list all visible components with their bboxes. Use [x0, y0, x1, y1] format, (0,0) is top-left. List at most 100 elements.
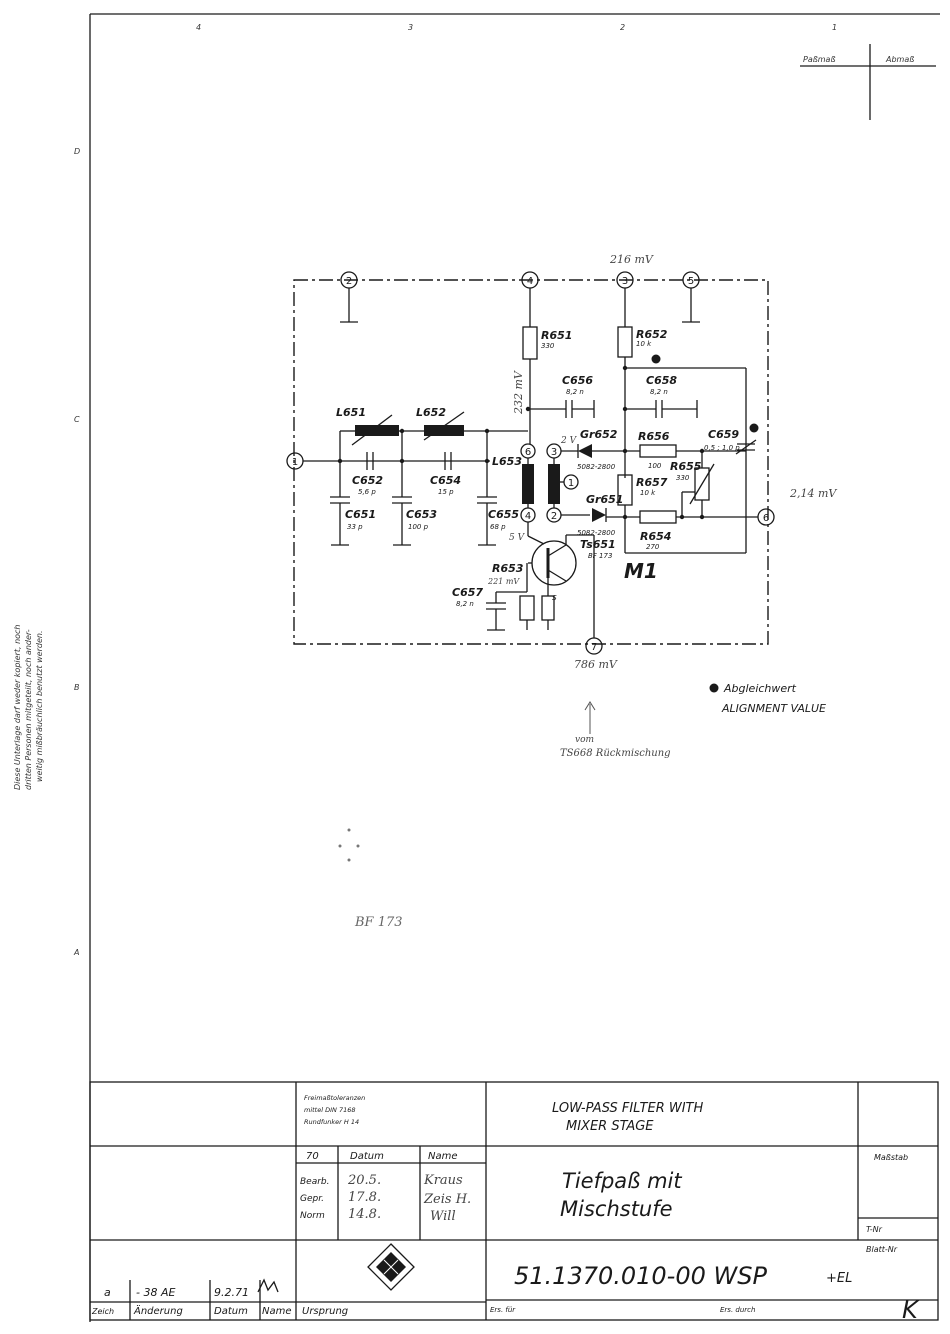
- cap-C657-label: C657: [452, 586, 483, 599]
- revision-change: - 38 AE: [136, 1286, 175, 1299]
- grid-row-B: B: [74, 683, 80, 692]
- svg-text:0,5 ; 1,0 p: 0,5 ; 1,0 p: [704, 444, 740, 452]
- bearb-name: Kraus: [423, 1173, 463, 1188]
- name-header: Name: [428, 1151, 458, 1162]
- svg-text:6: 6: [525, 447, 531, 458]
- svg-text:dritten Personen mitgeteilt, n: dritten Personen mitgeteilt, noch ander-: [24, 629, 33, 790]
- svg-text:1: 1: [292, 457, 298, 468]
- svg-text:weitig mißbräuchlich benutzt w: weitig mißbräuchlich benutzt werden.: [35, 630, 44, 782]
- legend-en: ALIGNMENT VALUE: [721, 702, 826, 715]
- svg-text:10 k: 10 k: [640, 489, 656, 497]
- resistor-R651: [522, 326, 538, 360]
- svg-text:C653: C653: [406, 508, 437, 521]
- massstab-label: Maßstab: [874, 1153, 908, 1162]
- svg-text:R652: R652: [636, 328, 668, 341]
- alignment-point-C659: [749, 423, 759, 433]
- norm-name: Will: [430, 1209, 456, 1224]
- svg-text:R654: R654: [640, 530, 671, 543]
- passmass-label: Paßmaß: [803, 55, 836, 64]
- note-214mv: 2,14 mV: [789, 487, 837, 500]
- tolerance-line-1: Freimaßtoleranzen: [304, 1094, 365, 1102]
- revision-date: 9.2.71: [214, 1286, 249, 1299]
- col-aenderung: Änderung: [133, 1304, 183, 1317]
- ers-fuer-label: Ers. für: [490, 1306, 516, 1314]
- svg-text:5082-2800: 5082-2800: [577, 463, 616, 471]
- note-221mv: 221 mV: [487, 577, 520, 586]
- title-en-2: MIXER STAGE: [566, 1119, 654, 1134]
- note-232mv: 232 mV: [512, 370, 525, 415]
- module-shield-outline: [293, 279, 769, 645]
- svg-text:8,2 n: 8,2 n: [650, 388, 668, 396]
- norm-label: Norm: [300, 1211, 325, 1221]
- svg-text:Ts651: Ts651: [580, 538, 616, 551]
- cap-C652-label: C652: [352, 474, 383, 487]
- resistor-R654: [639, 444, 677, 458]
- svg-text:100: 100: [648, 462, 662, 470]
- svg-text:R656: R656: [638, 430, 670, 443]
- grid-row-D: D: [74, 147, 80, 156]
- grid-row-C: C: [74, 415, 80, 424]
- inductor-L651: [355, 425, 399, 436]
- svg-text:5,6 p: 5,6 p: [358, 488, 376, 496]
- norm-date: 14.8.: [348, 1207, 381, 1222]
- legend-de: Abgleichwert: [723, 682, 797, 695]
- svg-text:L651: L651: [336, 406, 366, 419]
- inductor-L652: [424, 425, 464, 436]
- tolerance-line-2: mittel DIN 7168: [304, 1106, 356, 1114]
- t-nr-label: T-Nr: [866, 1225, 883, 1234]
- ursprung-label: Ursprung: [302, 1306, 348, 1317]
- grid-col-3: 3: [408, 23, 413, 32]
- coil-L653-primary: [522, 464, 534, 504]
- svg-text:8,2 n: 8,2 n: [566, 388, 584, 396]
- svg-text:1: 1: [568, 478, 574, 489]
- revision-letter: a: [104, 1286, 111, 1299]
- svg-text:3: 3: [622, 276, 628, 287]
- svg-text:2: 2: [346, 276, 352, 287]
- note-2v: 2 V: [560, 436, 578, 446]
- pin-7: 7: [585, 637, 603, 655]
- grid-row-A: A: [73, 948, 79, 957]
- svg-text:2: 2: [551, 511, 557, 522]
- svg-text:5: 5: [688, 276, 694, 287]
- resistor-R652: [617, 326, 633, 358]
- note-786mv: 786 mV: [574, 658, 618, 671]
- svg-text:BF 173: BF 173: [588, 552, 612, 560]
- svg-text:Gr652: Gr652: [580, 428, 618, 441]
- svg-text:15 p: 15 p: [438, 488, 454, 496]
- grid-col-1: 1: [832, 23, 837, 32]
- blatt-nr-label: Blatt-Nr: [866, 1245, 898, 1254]
- coil-L653-secondary: [548, 464, 560, 504]
- company-logo: [367, 1243, 415, 1291]
- grid-col-2: 2: [620, 23, 625, 32]
- svg-text:Diese Unterlage darf weder kop: Diese Unterlage darf weder kopiert, noch: [13, 625, 22, 791]
- alignment-point-R652: [651, 354, 661, 364]
- title-de-2: Mischstufe: [560, 1197, 673, 1221]
- coil-pin-2: 2: [546, 507, 562, 523]
- alignment-legend-icon: [709, 683, 719, 693]
- drawing-number: 51.1370.010-00 WSP: [514, 1262, 767, 1290]
- svg-text:3: 3: [551, 447, 557, 458]
- svg-text:L653: L653: [492, 455, 522, 468]
- transistor-pin-sketch: [338, 828, 360, 862]
- col-datum: Datum: [214, 1306, 248, 1317]
- cap-C654-label: C654: [430, 474, 461, 487]
- cap-C656-label: C656: [562, 374, 593, 387]
- diode-Gr652: [578, 444, 592, 458]
- note-bf173: BF 173: [354, 915, 403, 930]
- coil-pin-4: 4: [520, 507, 536, 523]
- datum-header: Datum: [350, 1151, 384, 1162]
- coil-pin-6: 6: [520, 443, 536, 459]
- svg-text:C651: C651: [345, 508, 376, 521]
- svg-text:68 p: 68 p: [490, 523, 506, 531]
- svg-text:4: 4: [527, 276, 533, 287]
- coil-pin-3: 3: [546, 443, 562, 459]
- diode-Gr651: [592, 508, 606, 522]
- gepr-name: Zeis H.: [423, 1192, 471, 1207]
- svg-text:270: 270: [646, 543, 660, 551]
- svg-text:L652: L652: [416, 406, 446, 419]
- svg-text:6: 6: [763, 513, 769, 524]
- legal-note: Diese Unterlage darf weder kopiert, noch…: [13, 625, 44, 791]
- cap-C658-label: C658: [646, 374, 677, 387]
- transistor-Ts651: [531, 540, 577, 586]
- svg-text:R655: R655: [670, 460, 702, 473]
